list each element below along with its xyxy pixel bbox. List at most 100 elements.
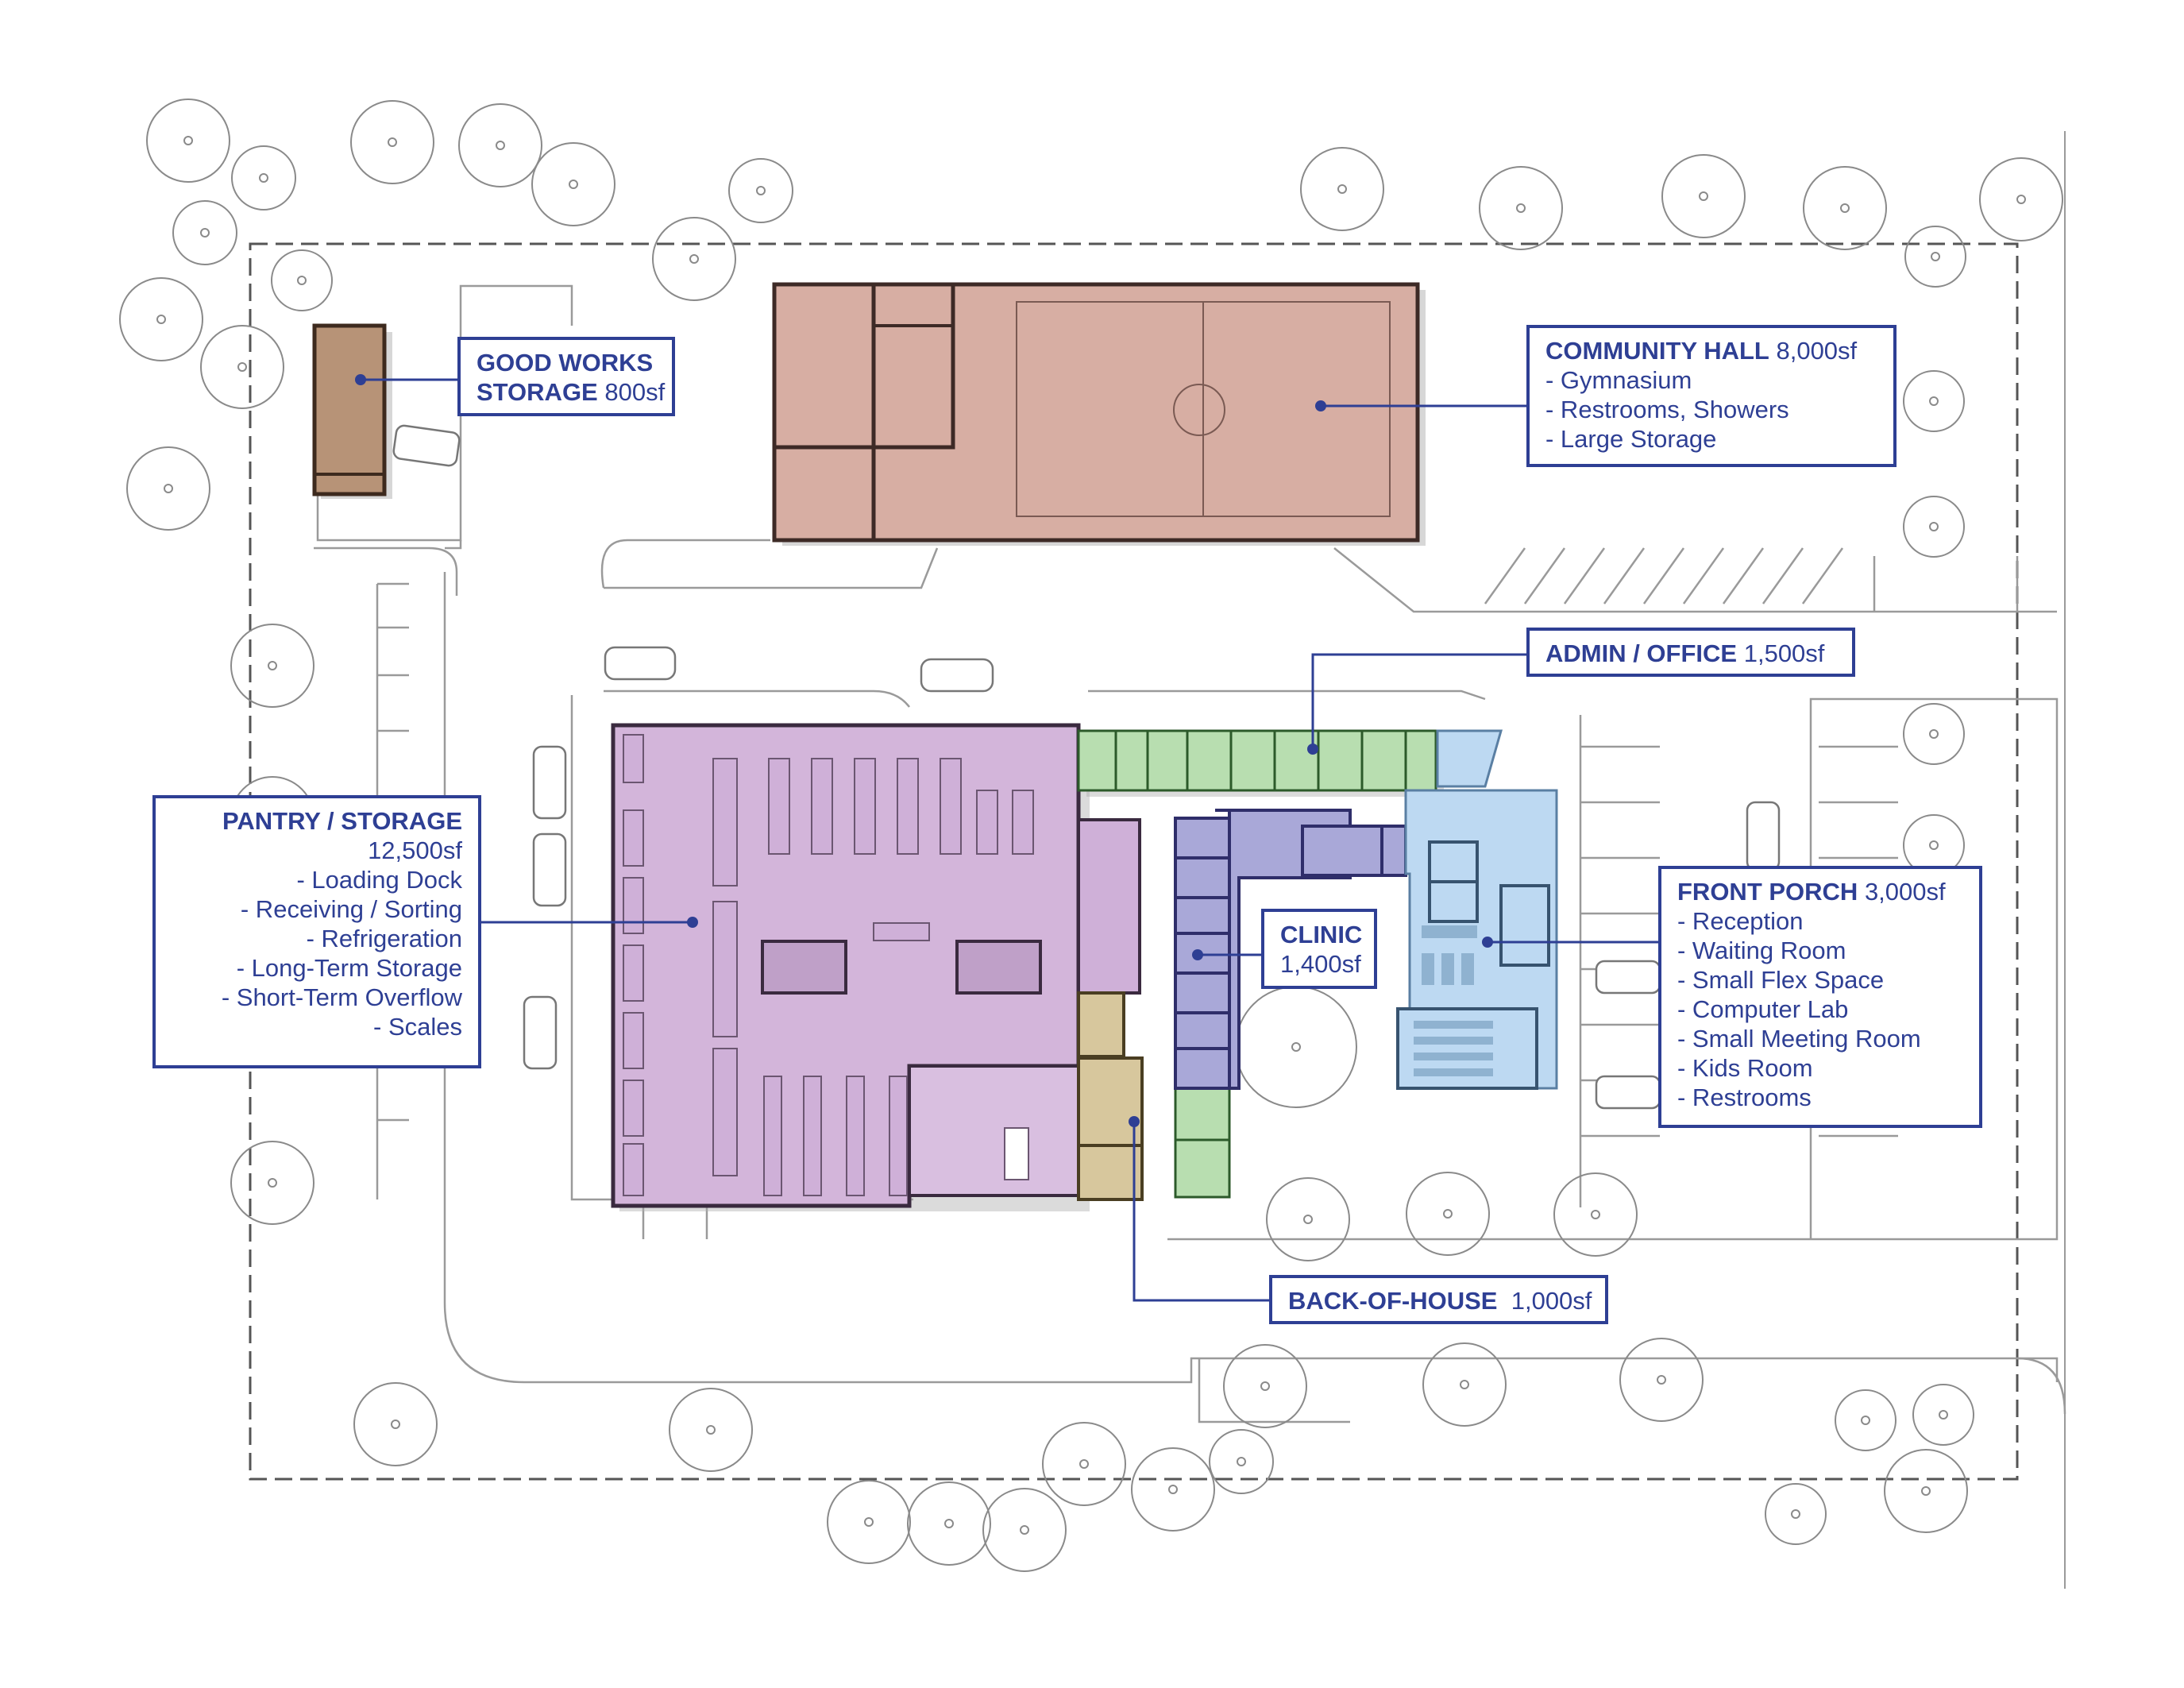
tree-center: [237, 362, 247, 372]
tree-symbol: [231, 145, 296, 211]
tree-symbol: [1803, 166, 1887, 250]
tree-center: [1657, 1375, 1666, 1385]
tree-symbol: [146, 98, 230, 183]
good-works-title-line2: STORAGE: [477, 378, 598, 406]
tree-symbol: [1903, 370, 1965, 432]
tree-center: [756, 186, 766, 195]
admin-office-title: ADMIN / OFFICE: [1545, 639, 1738, 667]
tree-center: [1929, 396, 1939, 406]
tree-symbol: [531, 142, 615, 226]
pantry-item: - Short-Term Overflow: [221, 983, 462, 1011]
admin-office-callout: ADMIN / OFFICE 1,500sf: [1526, 628, 1855, 677]
tree-symbol: [1266, 1177, 1350, 1261]
pantry-item: - Scales: [373, 1013, 462, 1041]
tree-center: [1460, 1380, 1469, 1389]
tree-symbol: [458, 103, 542, 187]
tree-symbol: [728, 158, 793, 223]
community-hall-item: - Large Storage: [1545, 425, 1717, 453]
tree-center: [569, 180, 578, 189]
good-works-callout: GOOD WORKS STORAGE 800sf: [457, 337, 675, 416]
good-works-title-line1: GOOD WORKS: [477, 349, 654, 377]
tree-center: [1079, 1459, 1089, 1469]
tree-center: [1861, 1416, 1870, 1425]
tree-center: [183, 136, 193, 145]
front-porch-callout: FRONT PORCH 3,000sf - Reception - Waitin…: [1658, 866, 1982, 1128]
pantry-title: PANTRY / STORAGE: [222, 807, 462, 835]
tree-symbol: [982, 1488, 1067, 1572]
tree-center: [1291, 1042, 1301, 1052]
tree-symbol: [652, 217, 736, 301]
tree-symbol: [1619, 1338, 1704, 1422]
tree-center: [259, 173, 268, 183]
tree-symbol: [1406, 1172, 1490, 1256]
pantry-item: - Loading Dock: [296, 866, 462, 894]
community-hall-building: [772, 282, 1426, 546]
tree-symbol: [1979, 157, 2063, 241]
tree-center: [1791, 1509, 1800, 1519]
tree-symbol: [1553, 1172, 1638, 1257]
tree-center: [689, 254, 699, 264]
front-porch-item: - Restrooms: [1677, 1083, 1812, 1111]
tree-center: [1303, 1215, 1313, 1224]
front-porch-item: - Small Flex Space: [1677, 966, 1885, 994]
pantry-item: - Receiving / Sorting: [240, 895, 462, 923]
parked-cars: [392, 424, 1781, 1110]
pantry-item: - Long-Term Storage: [236, 954, 462, 982]
tree-symbol: [1235, 986, 1357, 1108]
tree-center: [1921, 1486, 1931, 1496]
tree-center: [156, 315, 166, 324]
community-hall-item: - Gymnasium: [1545, 366, 1692, 394]
tree-center: [1929, 522, 1939, 531]
clinic-title: CLINIC: [1280, 921, 1363, 948]
tree-symbol: [353, 1382, 438, 1466]
tree-symbol: [1903, 496, 1965, 558]
tree-center: [2016, 195, 2026, 204]
front-porch-item: - Reception: [1677, 907, 1804, 935]
front-porch-item: - Kids Room: [1677, 1054, 1813, 1082]
leader-lines: [361, 378, 1661, 1302]
tree-center: [864, 1517, 874, 1527]
tree-symbol: [1479, 166, 1563, 250]
good-works-storage-building: [312, 323, 392, 499]
tree-center: [388, 137, 397, 147]
tree-symbol: [230, 624, 314, 708]
tree-center: [944, 1519, 954, 1528]
tree-center: [1939, 1410, 1948, 1420]
pantry-storage-building: [611, 723, 1141, 1211]
tree-symbol: [907, 1481, 991, 1566]
tree-center: [1443, 1209, 1453, 1219]
front-porch-item: - Waiting Room: [1677, 937, 1846, 964]
clinic-building: [1174, 809, 1407, 1090]
tree-symbol: [1131, 1447, 1215, 1532]
tree-center: [1929, 840, 1939, 850]
pantry-callout: PANTRY / STORAGE 12,500sf - Loading Dock…: [152, 795, 481, 1068]
back-of-house-callout: BACK-OF-HOUSE 1,000sf: [1269, 1275, 1608, 1324]
tree-center: [1237, 1457, 1246, 1466]
tree-center: [268, 661, 277, 670]
tree-symbol: [1904, 226, 1966, 288]
community-hall-area: 8,000sf: [1769, 337, 1858, 365]
good-works-area: 800sf: [597, 378, 666, 406]
tree-center: [1337, 184, 1347, 194]
community-hall-item: - Restrooms, Showers: [1545, 396, 1789, 423]
leader-dots: [355, 374, 1493, 1127]
tree-symbol: [200, 325, 284, 409]
tree-symbol: [230, 1141, 314, 1225]
front-porch-area: 3,000sf: [1858, 878, 1946, 906]
admin-office-area: 1,500sf: [1737, 639, 1825, 667]
pantry-item: - Refrigeration: [306, 925, 462, 952]
admin-office-building: [1077, 729, 1444, 1199]
tree-symbol: [1884, 1449, 1968, 1533]
tree-center: [1168, 1485, 1178, 1494]
tree-center: [1699, 191, 1708, 201]
tree-center: [268, 1178, 277, 1188]
tree-symbol: [827, 1480, 911, 1564]
tree-center: [1020, 1525, 1029, 1535]
tree-center: [1260, 1381, 1270, 1391]
tree-center: [297, 276, 307, 285]
tree-center: [164, 484, 173, 493]
tree-symbol: [271, 249, 333, 311]
front-porch-title: FRONT PORCH: [1677, 878, 1858, 906]
tree-center: [200, 228, 210, 238]
tree-center: [496, 141, 505, 150]
